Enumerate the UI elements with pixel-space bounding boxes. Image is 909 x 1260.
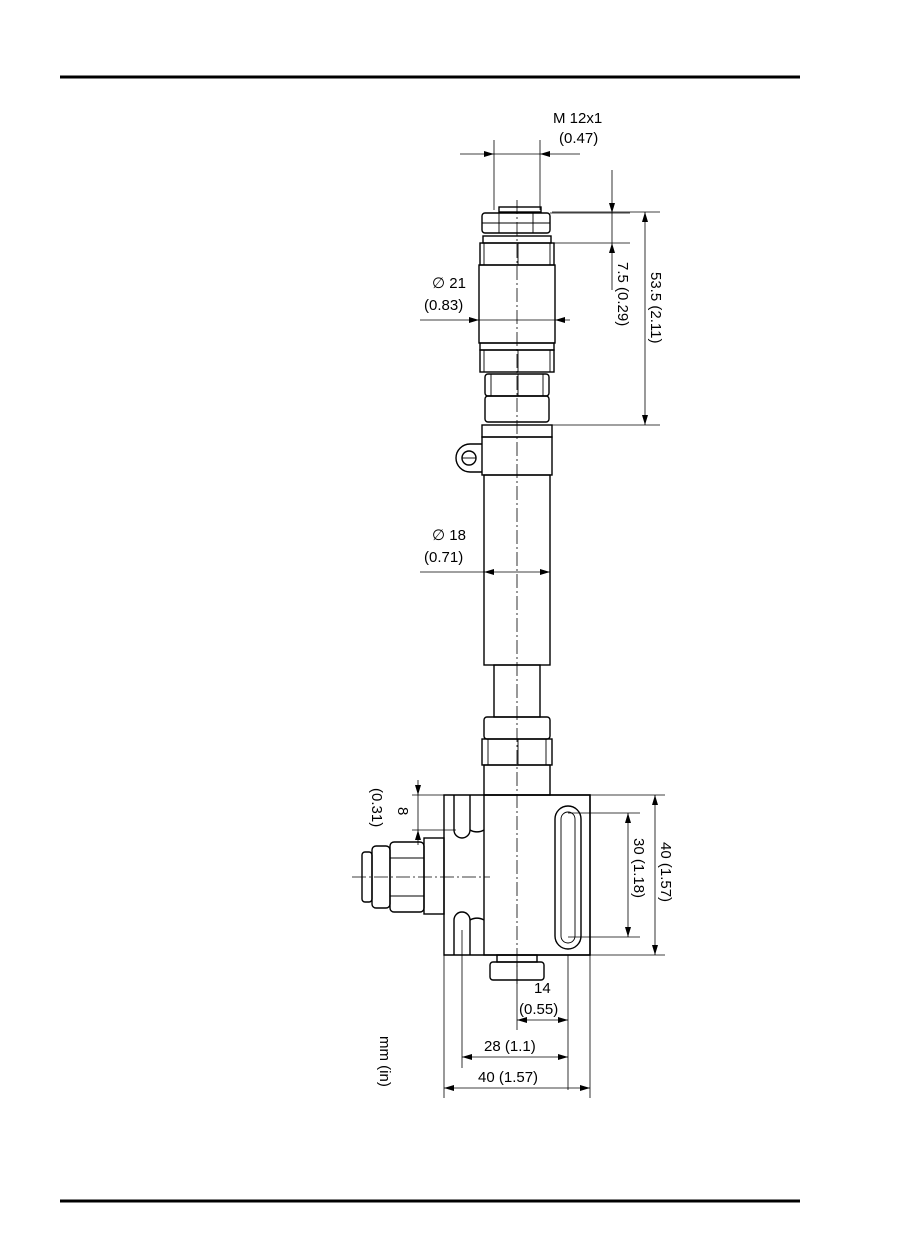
connector-diameter-label-in: (0.83) [424, 297, 463, 314]
sensor-outline [362, 207, 590, 980]
tube-diameter-label-in: (0.71) [424, 549, 463, 566]
hole-spacing-label: 28 (1.1) [484, 1038, 536, 1055]
connector-diameter-label-mm: ∅ 21 [432, 275, 466, 292]
thread-label-mm: M 12x1 [553, 110, 602, 127]
connector-length-label: 53.5 (2.11) [647, 272, 664, 343]
units-label: mm (in) [376, 1036, 393, 1087]
block-width-label: 40 (1.57) [478, 1069, 538, 1086]
bottom-nut-label-in: (0.55) [519, 1001, 558, 1018]
bottom-nut-label-mm: 14 [534, 980, 551, 997]
thread-label-in: (0.47) [559, 130, 598, 147]
slot-length-label: 30 (1.18) [630, 838, 647, 898]
slot-offset-label-mm: 8 [394, 807, 411, 815]
tube-diameter-label-mm: ∅ 18 [432, 527, 466, 544]
slot-offset-label-in: (0.31) [368, 788, 385, 827]
nut-height-label: 7.5 (0.29) [614, 262, 631, 326]
block-height-label: 40 (1.57) [657, 842, 674, 902]
